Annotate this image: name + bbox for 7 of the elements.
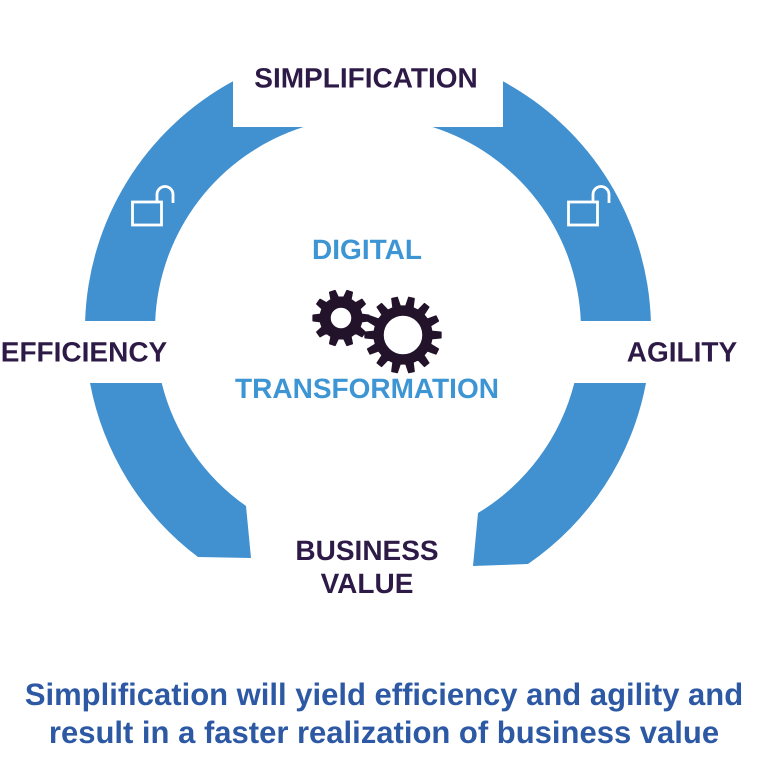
stage-label: AGILITY bbox=[626, 336, 738, 368]
center-label: TRANSFORMATION bbox=[235, 373, 499, 405]
stage-label: EFFICIENCY bbox=[0, 336, 168, 368]
stage-label: BUSINESS VALUE bbox=[287, 534, 447, 600]
center-label: DIGITAL bbox=[312, 234, 422, 266]
stage-label: SIMPLIFICATION bbox=[254, 62, 478, 94]
caption: Simplification will yield efficiency and agility and result in a faster realization of business value bbox=[24, 676, 744, 752]
